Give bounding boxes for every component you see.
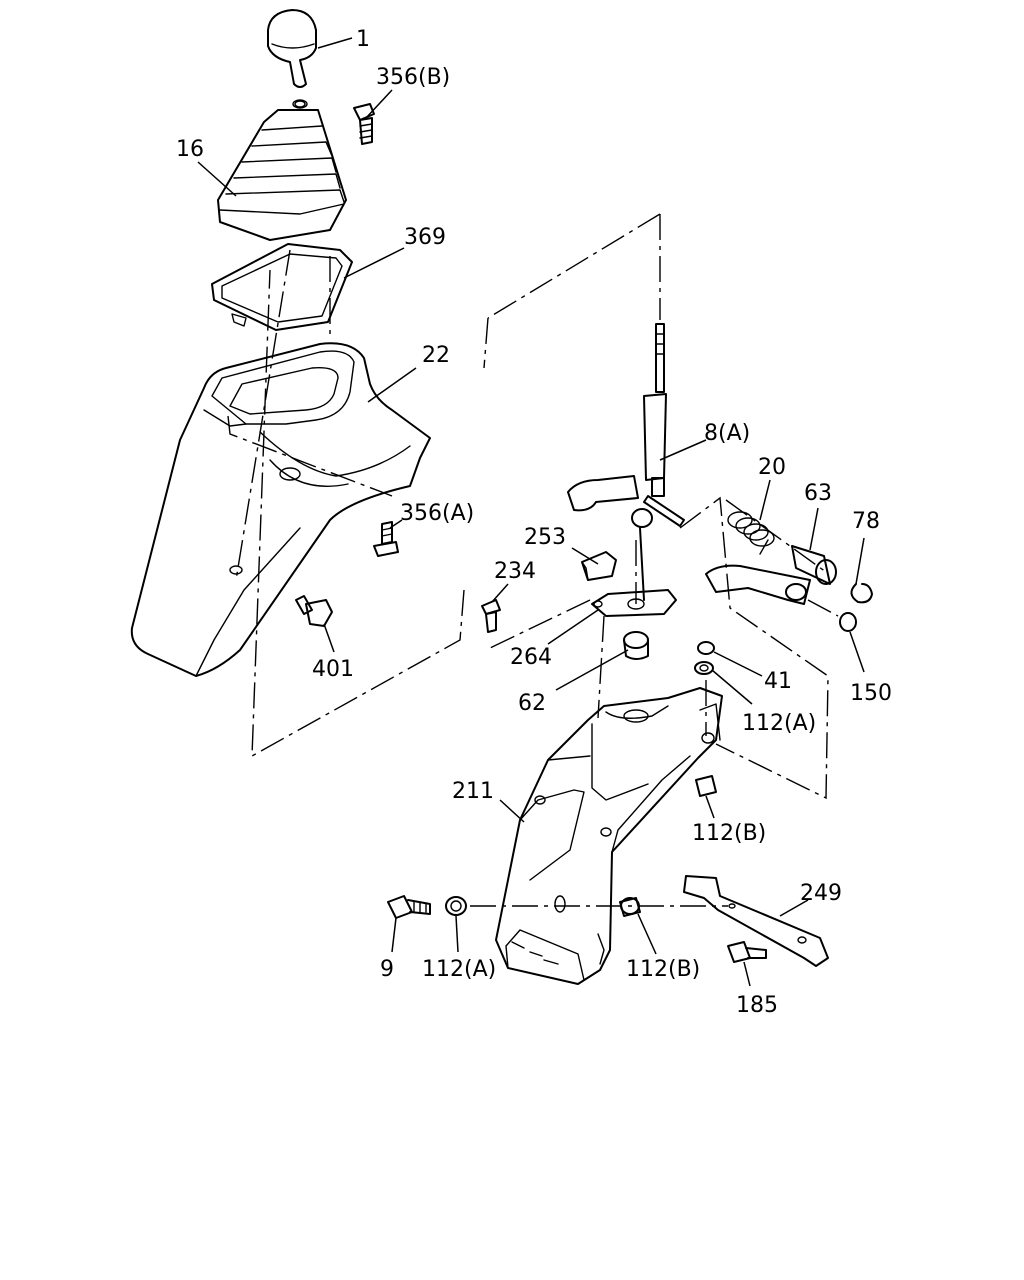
- nut-112b-right-part: [695, 775, 717, 797]
- label-1: 1: [356, 27, 370, 52]
- label-369: 369: [404, 225, 446, 250]
- bolt-234-part: [481, 599, 501, 633]
- label-211: 211: [452, 779, 494, 804]
- label-9: 9: [380, 957, 394, 982]
- stay-249-part: [683, 875, 829, 967]
- snap-ring-78-part: [850, 583, 873, 604]
- label-356a: 356(A): [400, 501, 474, 526]
- boot-frame-part: [211, 243, 353, 331]
- shift-lever-part: [567, 323, 685, 601]
- bolt-9-part: [387, 895, 431, 919]
- shift-knob-part: [267, 9, 317, 108]
- label-63: 63: [804, 481, 832, 506]
- label-20: 20: [758, 455, 786, 480]
- label-264: 264: [510, 645, 552, 670]
- collar-112b-bottom-part: [619, 897, 641, 917]
- plate-264-part: [591, 589, 677, 617]
- label-356b: 356(B): [376, 65, 450, 90]
- bolt-356b-part: [353, 103, 375, 145]
- part-labels: 1 356(B) 16 369 22 356(A) 401 8(A) 20 63…: [176, 27, 892, 1018]
- assembly-center-lines: [227, 213, 839, 907]
- label-8a: 8(A): [704, 421, 750, 446]
- bolt-185-part: [727, 941, 767, 963]
- label-150: 150: [850, 681, 892, 706]
- label-41: 41: [764, 669, 792, 694]
- pin-63-part: [791, 545, 837, 585]
- bolt-356a-part: [373, 521, 399, 557]
- label-16: 16: [176, 137, 204, 162]
- clip-401-part: [295, 595, 333, 627]
- label-112b-bottom: 112(B): [626, 957, 700, 982]
- console-cover-part: [130, 342, 431, 677]
- shift-boot-part: [217, 99, 347, 241]
- label-185: 185: [736, 993, 778, 1018]
- label-253: 253: [524, 525, 566, 550]
- label-401: 401: [312, 657, 354, 682]
- label-249: 249: [800, 881, 842, 906]
- label-234: 234: [494, 559, 536, 584]
- spring-20-part: [727, 511, 775, 555]
- label-62: 62: [518, 691, 546, 716]
- bracket-211-part: [495, 687, 723, 985]
- washer-112a-top-part: [694, 661, 714, 675]
- nut-41-part: [697, 641, 715, 655]
- washer-112a-bottom-part: [445, 896, 467, 916]
- label-112a-top: 112(A): [742, 711, 816, 736]
- washer-150-part: [839, 612, 857, 632]
- label-112a-bottom: 112(A): [422, 957, 496, 982]
- label-112b-right: 112(B): [692, 821, 766, 846]
- select-lever-arm-part: [705, 564, 811, 605]
- label-78: 78: [852, 509, 880, 534]
- leader-lines: [197, 37, 865, 987]
- block-253-part: [581, 551, 617, 581]
- label-22: 22: [422, 343, 450, 368]
- bushing-62-part: [623, 631, 649, 660]
